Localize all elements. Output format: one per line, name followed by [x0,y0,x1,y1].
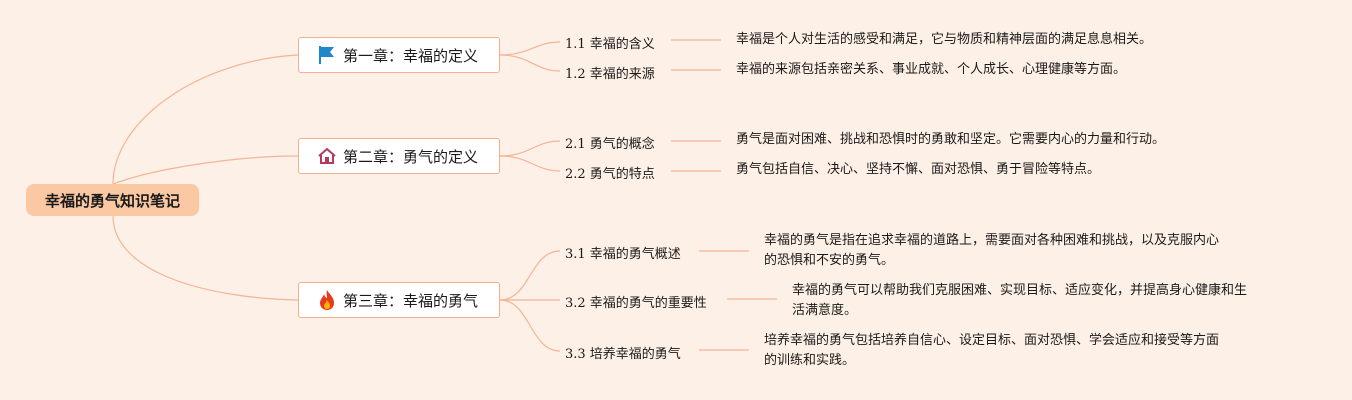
connector-root-ch2 [112,155,299,185]
connector-ch1-sub2 [499,54,561,72]
subtopic-2-1-description: 勇气是面对困难、挑战和恐惧时的勇敢和坚定。它需要内心的力量和行动。 [736,132,1166,147]
root-topic[interactable]: 幸福的勇气知识笔记 [26,184,199,216]
chapter-2-node[interactable]: 第二章：勇气的定义 [298,138,500,174]
subtopic-1-1[interactable]: 1.1 幸福的含义 [565,37,655,52]
connector-ch2-sub2 [499,155,561,172]
subtopic-3-3[interactable]: 3.3 培养幸福的勇气 [565,347,681,362]
connector-ch3-sub1 [499,250,561,301]
connector-ch2-sub1 [499,140,561,157]
subtopic-3-2-description: 幸福的勇气可以帮助我们克服困难、实现目标、适应变化，并提高身心健康和生 活满意度… [792,281,1247,321]
flag-icon [317,45,337,65]
connector-ch3-sub3 [499,299,561,352]
subtopic-3-1-description-line: 的恐惧和不安的勇气。 [764,253,895,268]
chapter-1-title: 第一章：幸福的定义 [343,46,479,65]
subtopic-3-2[interactable]: 3.2 幸福的勇气的重要性 [565,296,707,311]
subtopic-3-1-description-line: 幸福的勇气是指在追求幸福的道路上，需要面对各种困难和挑战，以及克服内心 [764,233,1220,248]
subtopic-1-2[interactable]: 1.2 幸福的来源 [565,67,655,82]
root-title: 幸福的勇气知识笔记 [44,191,180,210]
subtopic-2-2[interactable]: 2.2 勇气的特点 [565,167,655,182]
subtopic-2-1[interactable]: 2.1 勇气的概念 [565,137,655,152]
subtopic-3-3-description-line: 的训练和实践。 [764,353,856,368]
subtopic-1-1-description: 幸福是个人对生活的感受和满足，它与物质和精神层面的满足息息相关。 [736,32,1153,47]
subtopic-2-2-description: 勇气包括自信、决心、坚持不懈、面对恐惧、勇于冒险等特点。 [736,162,1101,177]
chapter-3-node[interactable]: 第三章：幸福的勇气 [298,282,500,318]
subtopic-3-3-description: 培养幸福的勇气包括培养自信心、设定目标、面对恐惧、学会适应和接受等方面 的训练和… [764,331,1219,371]
chapter-1-node[interactable]: 第一章：幸福的定义 [298,37,500,73]
subtopic-1-2-description: 幸福的来源包括亲密关系、事业成就、个人成长、心理健康等方面。 [736,62,1127,77]
chapter-2-title: 第二章：勇气的定义 [343,147,479,166]
subtopic-3-3-description-line: 培养幸福的勇气包括培养自信心、设定目标、面对恐惧、学会适应和接受等方面 [764,333,1220,348]
fire-icon [317,290,337,310]
connector-root-ch3 [112,215,299,301]
subtopic-3-1-description: 幸福的勇气是指在追求幸福的道路上，需要面对各种困难和挑战，以及克服内心 的恐惧和… [764,231,1219,271]
chapter-3-title: 第三章：幸福的勇气 [343,291,479,310]
home-icon [317,146,337,166]
connector-ch1-sub1 [499,41,561,56]
subtopic-3-2-description-line: 活满意度。 [792,303,858,318]
connector-root-ch1 [112,54,299,185]
subtopic-3-1[interactable]: 3.1 幸福的勇气概述 [565,247,681,262]
subtopic-3-2-description-line: 幸福的勇气可以帮助我们克服困难、实现目标、适应变化，并提高身心健康和生 [792,283,1248,298]
